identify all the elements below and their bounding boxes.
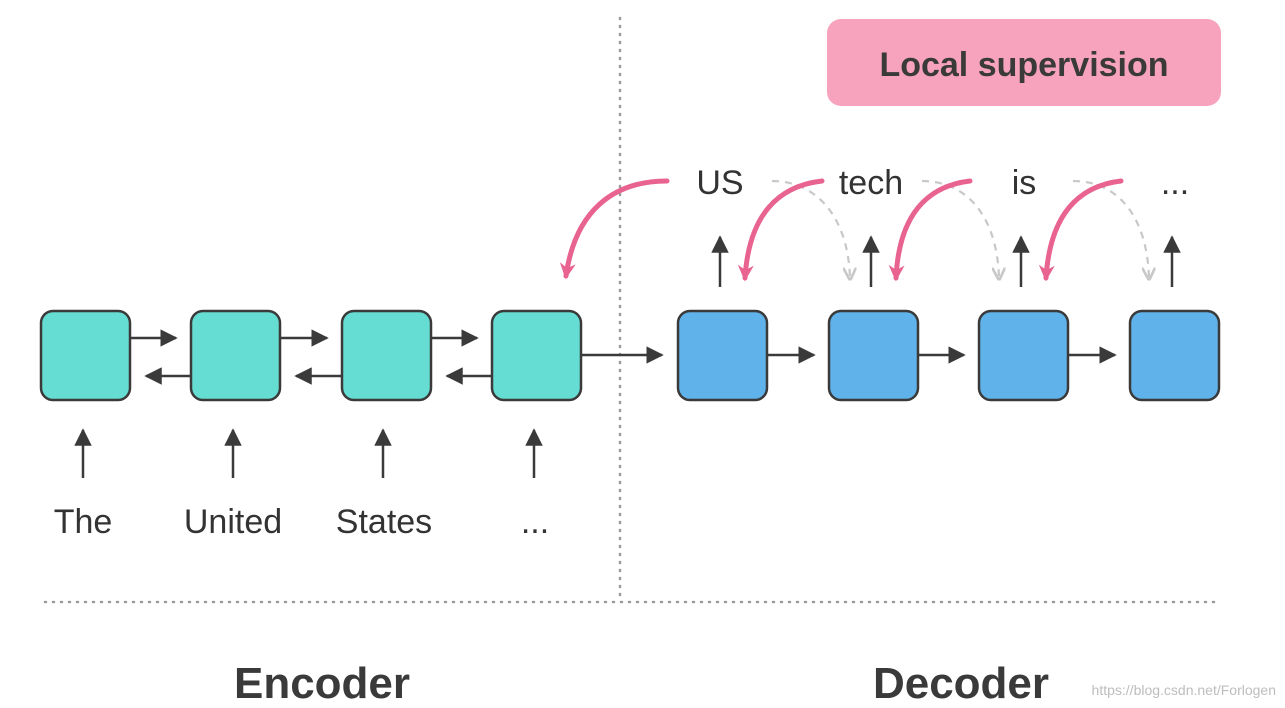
feed-previous-arrows: [771, 179, 1149, 278]
supervision-arrow: [1038, 178, 1124, 282]
decoder-outputs: US tech is ...: [696, 164, 1189, 202]
output-word: is: [1012, 164, 1037, 202]
encoder-arrows: [130, 329, 664, 385]
encoder-inputs: The United States ...: [54, 503, 549, 541]
output-word: ...: [1161, 164, 1189, 202]
input-word: ...: [521, 503, 549, 541]
local-supervision-badge: Local supervision: [827, 19, 1221, 106]
encoder-cell-2: [189, 309, 282, 402]
decoder-cell-2: [827, 309, 920, 402]
decoder-cell-4: [1128, 309, 1221, 402]
decoder-cell-1: [676, 309, 769, 402]
decoder-output-arrows: [711, 235, 1181, 287]
decoder-title: Decoder: [873, 659, 1049, 708]
badge-label: Local supervision: [879, 46, 1168, 84]
decoder-cell-3: [977, 309, 1070, 402]
decoder-cells: [676, 309, 1221, 402]
dashed-feed-arrow: [771, 179, 850, 278]
encoder-cell-3: [340, 309, 433, 402]
supervision-arrows: [559, 178, 1124, 282]
output-word: US: [696, 164, 743, 202]
encoder-cell-4: [490, 309, 583, 402]
dashed-feed-arrow: [1072, 179, 1149, 278]
encoder-cells: [39, 309, 583, 402]
supervision-arrow: [737, 178, 825, 282]
watermark: https://blog.csdn.net/Forlogen: [1092, 682, 1276, 698]
input-word: The: [54, 503, 113, 541]
encoder-cell-1: [39, 309, 132, 402]
encoder-title: Encoder: [234, 659, 410, 708]
input-word: United: [184, 503, 282, 541]
supervision-arrow: [888, 178, 973, 282]
encoder-input-arrows: [74, 428, 543, 478]
supervision-arrow: [559, 178, 670, 280]
output-word: tech: [839, 164, 903, 202]
input-word: States: [336, 503, 432, 541]
dashed-feed-arrow: [921, 179, 999, 278]
